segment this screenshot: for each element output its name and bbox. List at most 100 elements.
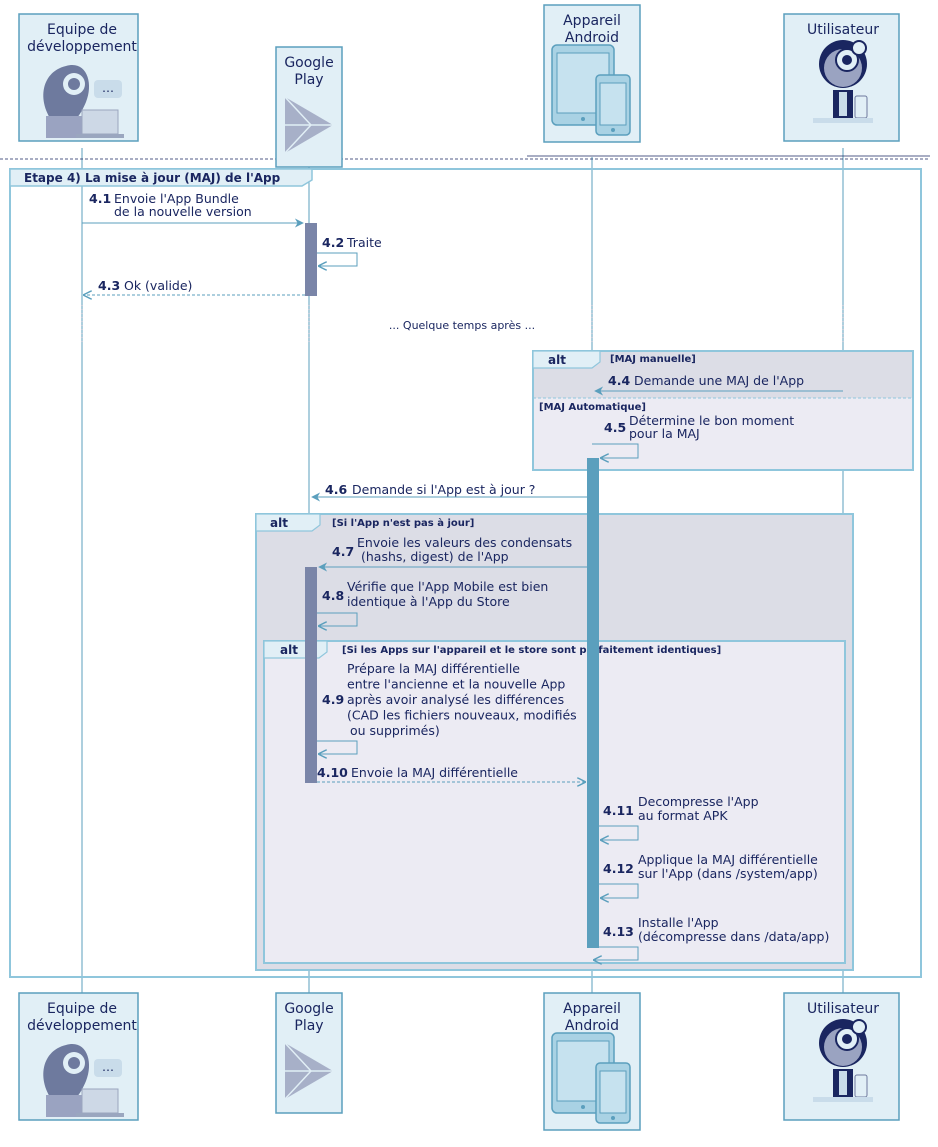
activation-gp-1 xyxy=(305,223,317,296)
message-text-line: au format APK xyxy=(638,808,728,823)
message-number: 4.1 xyxy=(89,191,111,206)
message-number: 4.11 xyxy=(603,803,634,818)
message-text-line: Demande si l'App est à jour ? xyxy=(352,482,535,497)
message-number: 4.9 xyxy=(322,692,344,707)
message-text-line: Applique la MAJ différentielle xyxy=(638,852,818,867)
google-play-icon xyxy=(284,96,333,154)
message-text-line: Demande une MAJ de l'App xyxy=(634,373,804,388)
activation-gp-2 xyxy=(305,567,317,783)
svg-text:…: … xyxy=(102,81,114,95)
message-number: 4.3 xyxy=(98,278,120,293)
android-devices-icon xyxy=(551,44,631,136)
user-icon xyxy=(813,40,873,123)
message-text-line: ou supprimés) xyxy=(350,723,440,738)
message-text-line: (CAD les fichiers nouveaux, modifiés xyxy=(347,708,577,723)
participant-dev-top[interactable]: Equipe dedéveloppement … xyxy=(18,13,139,142)
message-text-line: après avoir analysé les différences xyxy=(347,692,564,707)
group-title: Etape 4) La mise à jour (MAJ) de l'App xyxy=(24,171,281,185)
participant-label: Utilisateur xyxy=(807,22,879,38)
participant-label: Equipe de xyxy=(47,22,117,38)
activation-android xyxy=(587,458,599,948)
message-number: 4.4 xyxy=(608,373,630,388)
delay-text: ... Quelque temps après ... xyxy=(389,319,535,332)
message-4-4: 4.4 Demande une MAJ de l'App xyxy=(608,373,804,388)
participant-dev-bottom[interactable]: Equipe dedéveloppement … xyxy=(18,992,139,1121)
alt3-keyword: alt xyxy=(280,643,298,657)
message-number: 4.6 xyxy=(325,482,347,497)
message-text-line: Installe l'App xyxy=(638,915,719,930)
message-number: 4.7 xyxy=(332,544,354,559)
user-icon xyxy=(813,1019,873,1102)
alt-frame-3: alt [Si les Apps sur l'appareil et le st… xyxy=(263,640,846,964)
developer-team-icon: … xyxy=(43,1043,124,1117)
message-text-line: identique à l'App du Store xyxy=(347,594,510,609)
messages xyxy=(82,218,843,960)
message-text-line: Prépare la MAJ différentielle xyxy=(347,661,520,676)
alt1-else-condition: [MAJ Automatique] xyxy=(539,402,646,413)
participant-label: Appareil xyxy=(563,1001,621,1017)
delay-marks xyxy=(81,305,844,345)
alt2-keyword: alt xyxy=(270,516,288,530)
activations xyxy=(305,223,599,948)
message-number: 4.12 xyxy=(603,861,634,876)
participant-label: Play xyxy=(294,72,323,88)
participant-label: Android xyxy=(565,1018,619,1034)
alt1-condition: [MAJ manuelle] xyxy=(610,354,696,365)
message-text-line: Détermine le bon moment xyxy=(629,413,794,428)
participant-label: Google xyxy=(284,1001,333,1017)
message-text-line: Decompresse l'App xyxy=(638,794,759,809)
developer-team-icon: … xyxy=(43,64,124,138)
message-number: 4.13 xyxy=(603,924,634,939)
participant-label: Play xyxy=(294,1018,323,1034)
google-play-icon xyxy=(284,1042,333,1100)
message-number: 4.10 xyxy=(317,765,348,780)
message-text-line: (hashs, digest) de l'App xyxy=(361,549,509,564)
message-text-line: sur l'App (dans /system/app) xyxy=(638,866,818,881)
message-number: 4.8 xyxy=(322,588,344,603)
android-devices-icon xyxy=(551,1032,631,1124)
message-text-line: entre l'ancienne et la nouvelle App xyxy=(347,677,565,692)
participant-label: Utilisateur xyxy=(807,1001,879,1017)
group-frame: Etape 4) La mise à jour (MAJ) de l'App xyxy=(9,168,922,978)
participant-user-bottom[interactable]: Utilisateur xyxy=(783,992,900,1121)
svg-text:…: … xyxy=(102,1060,114,1074)
message-text-line: Envoie les valeurs des condensats xyxy=(357,535,572,550)
message-number: 4.5 xyxy=(604,420,626,435)
message-text-line: Traite xyxy=(346,235,382,250)
alt2-condition: [Si l'App n'est pas à jour] xyxy=(332,517,474,529)
participant-label: développement xyxy=(27,39,137,55)
message-text-line: de la nouvelle version xyxy=(114,204,252,219)
participant-user-top[interactable]: Utilisateur xyxy=(783,13,900,142)
alt1-keyword: alt xyxy=(548,353,566,367)
message-text-line: Envoie l'App Bundle xyxy=(114,191,239,206)
message-4-6: 4.6 Demande si l'App est à jour ? xyxy=(325,482,535,497)
participant-label: Appareil xyxy=(563,13,621,29)
participant-label: Android xyxy=(565,30,619,46)
message-text-line: pour la MAJ xyxy=(629,426,700,441)
alt3-condition: [Si les Apps sur l'appareil et le store … xyxy=(342,645,721,656)
participant-label: Google xyxy=(284,55,333,71)
message-text-line: Vérifie que l'App Mobile est bien xyxy=(347,579,548,594)
participant-label: développement xyxy=(27,1018,137,1034)
participant-label: Equipe de xyxy=(47,1001,117,1017)
message-number: 4.2 xyxy=(322,235,344,250)
alt-frame-1: alt [MAJ manuelle] [MAJ Automatique] xyxy=(532,350,914,471)
